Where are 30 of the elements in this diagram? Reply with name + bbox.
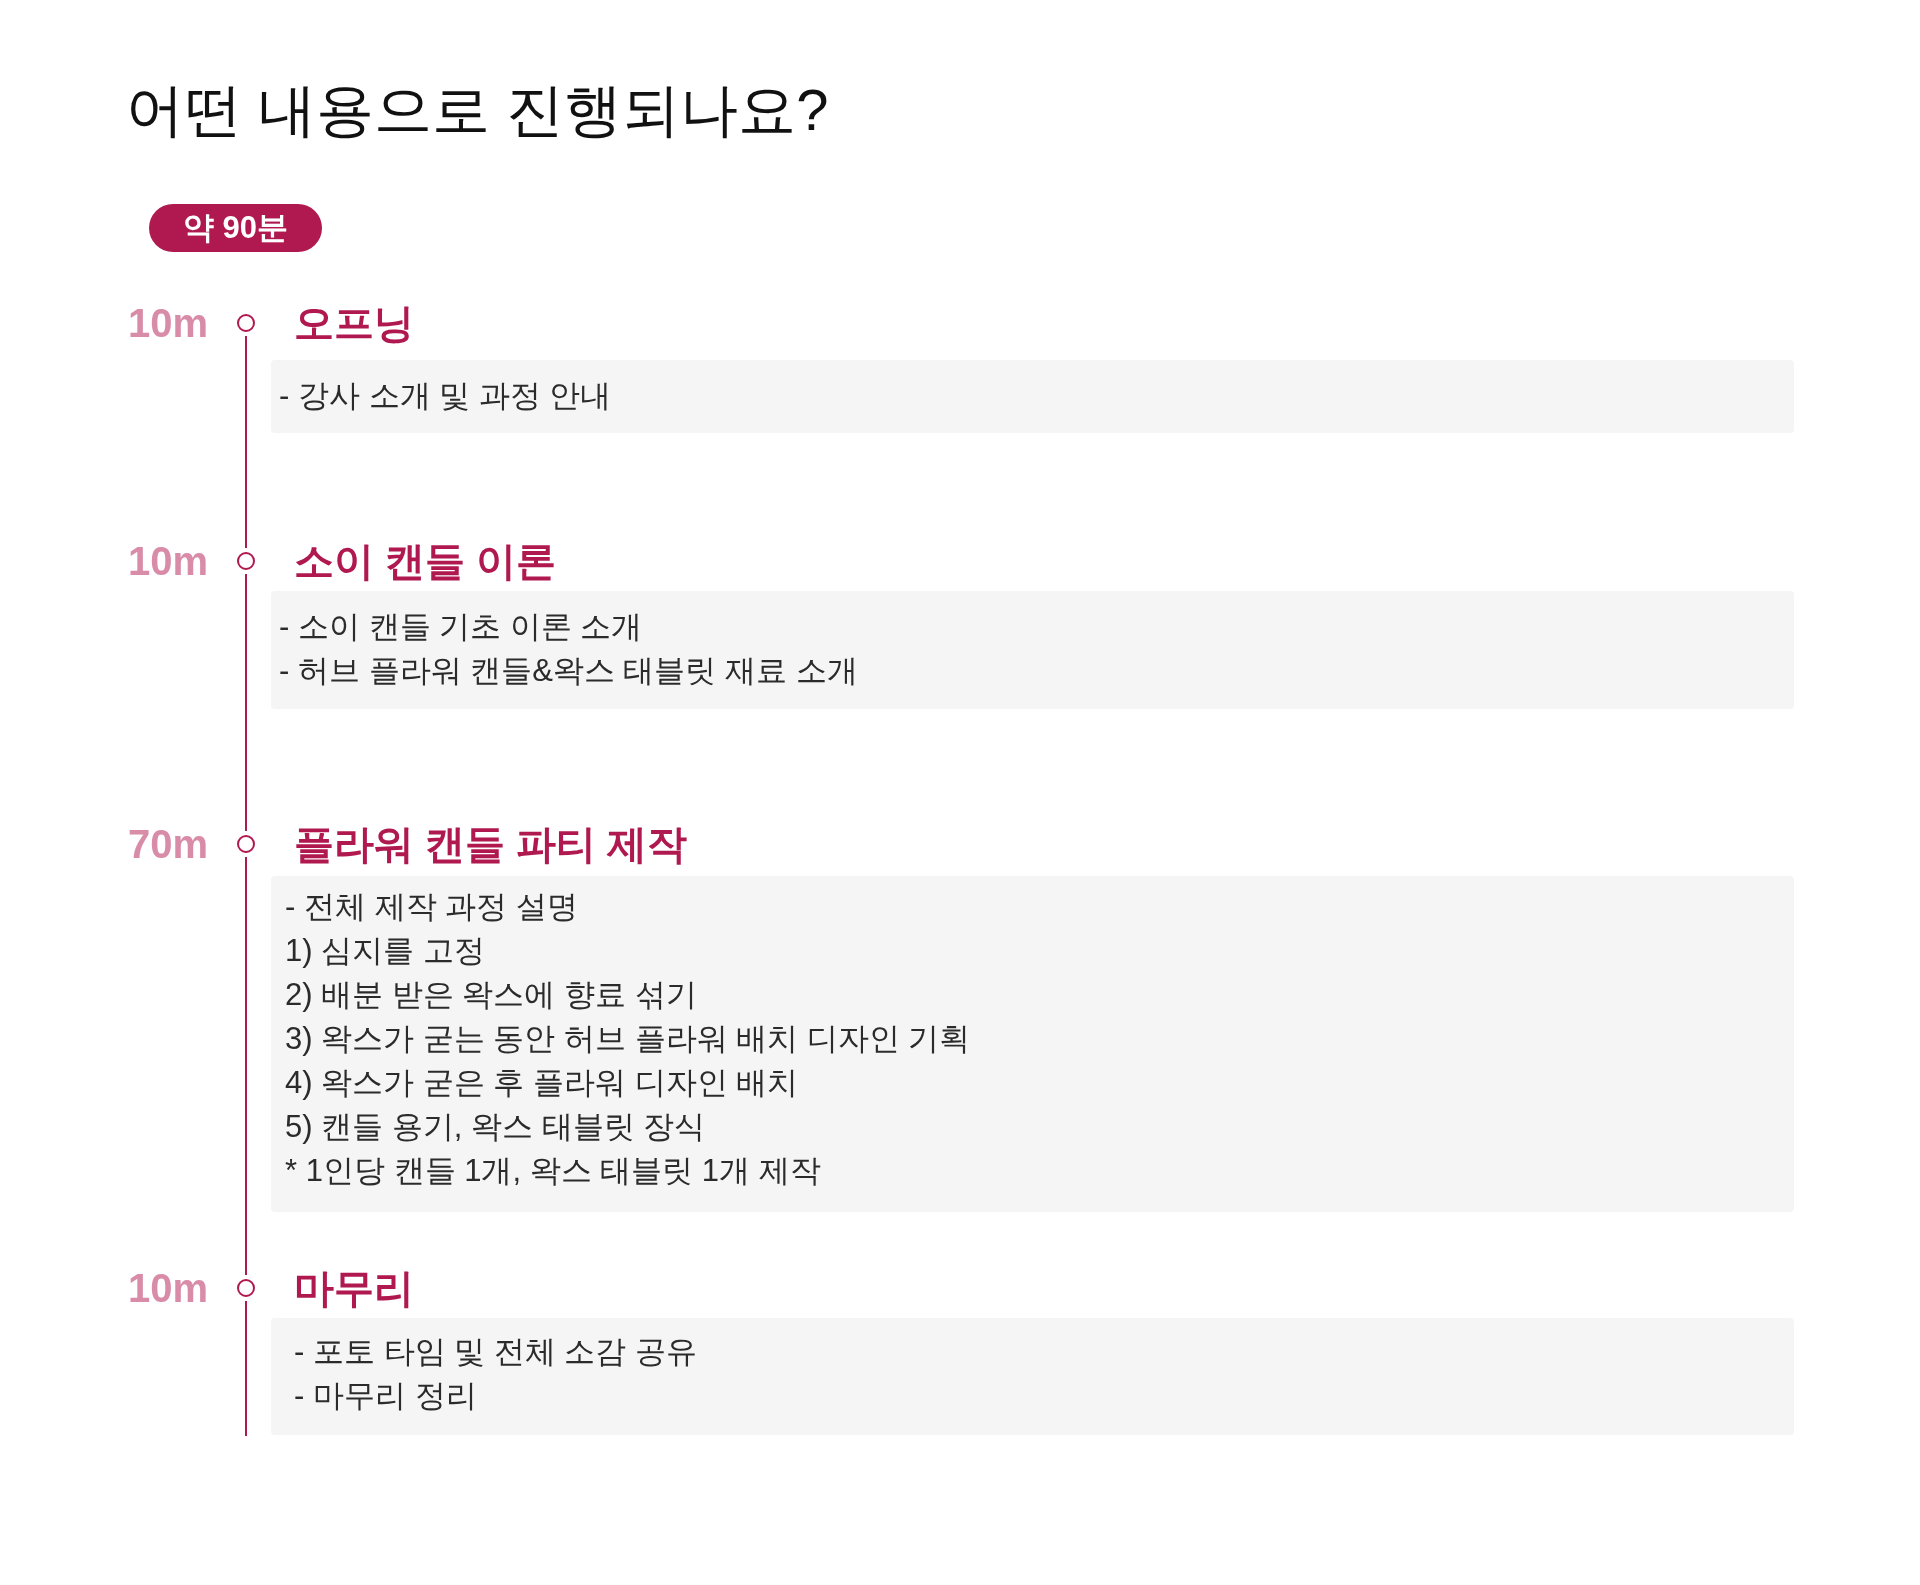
timeline-line — [245, 335, 247, 549]
list-item: - 전체 제작 과정 설명 — [285, 888, 578, 926]
timeline-line — [245, 856, 247, 1276]
list-item: 1) 심지를 고정 — [285, 932, 485, 970]
duration-label: 10m — [127, 1265, 208, 1312]
timeline-marker — [237, 1279, 255, 1297]
list-item: 2) 배분 받은 왁스에 향료 섞기 — [285, 976, 697, 1014]
timeline-marker — [237, 835, 255, 853]
section-heading: 소이 캔들 이론 — [294, 538, 557, 585]
list-item: - 강사 소개 및 과정 안내 — [279, 377, 612, 415]
duration-label: 70m — [127, 821, 208, 868]
page-title: 어떤 내용으로 진행되나요? — [126, 76, 829, 144]
list-item: - 허브 플라워 캔들&왁스 태블릿 재료 소개 — [279, 652, 858, 690]
list-item: 5) 캔들 용기, 왁스 태블릿 장식 — [285, 1108, 706, 1146]
list-item: 4) 왁스가 굳은 후 플라워 디자인 배치 — [285, 1064, 799, 1102]
timeline-marker — [237, 314, 255, 332]
list-item: - 소이 캔들 기초 이론 소개 — [279, 608, 643, 646]
list-item: 3) 왁스가 굳는 동안 허브 플라워 배치 디자인 기획 — [285, 1020, 971, 1058]
section-heading: 마무리 — [294, 1265, 414, 1312]
timeline-marker — [237, 552, 255, 570]
duration-label: 10m — [127, 300, 208, 347]
duration-badge: 약 90분 — [149, 204, 322, 252]
list-item: - 마무리 정리 — [294, 1377, 477, 1415]
section-heading: 플라워 캔들 파티 제작 — [294, 821, 688, 868]
timeline-line — [245, 573, 247, 832]
list-item: - 포토 타임 및 전체 소감 공유 — [294, 1333, 697, 1371]
section-heading: 오프닝 — [294, 300, 414, 347]
timeline-line — [245, 1300, 247, 1437]
list-item: * 1인당 캔들 1개, 왁스 태블릿 1개 제작 — [285, 1152, 821, 1190]
duration-label: 10m — [127, 538, 208, 585]
